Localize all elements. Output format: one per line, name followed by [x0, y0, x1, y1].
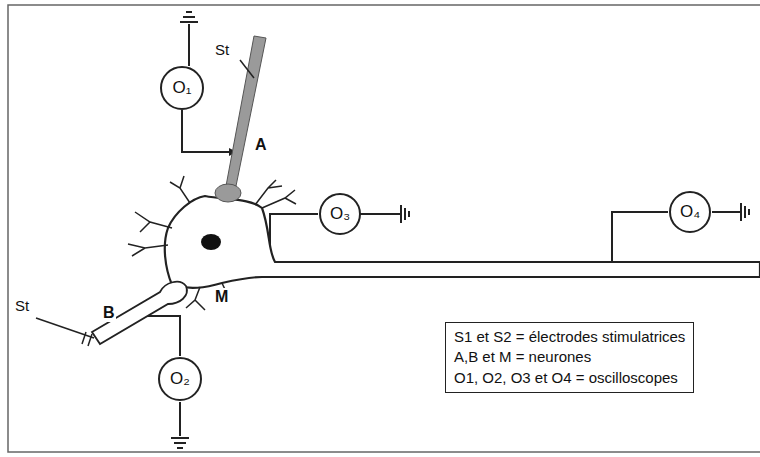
oscilloscope-circle: O₂ — [158, 357, 202, 401]
legend-line: S1 et S2 = électrodes stimulatrices — [454, 327, 685, 347]
oscilloscope-circle: O₁ — [160, 66, 204, 110]
oscilloscope-label: O₂ — [170, 369, 190, 389]
oscilloscope-label: O₃ — [330, 204, 350, 224]
neuron-label: B — [102, 304, 116, 322]
legend-box: S1 et S2 = électrodes stimulatricesA,B e… — [445, 322, 694, 393]
neuron-label: A — [254, 136, 268, 154]
legend-line: A,B et M = neurones — [454, 347, 685, 367]
oscilloscope-label: O₁ — [173, 78, 192, 98]
oscilloscope-circle: O₄ — [669, 191, 711, 233]
frame — [8, 5, 760, 452]
electrode-label: St — [14, 298, 30, 315]
legend-line: O1, O2, O3 et O4 = oscilloscopes — [454, 368, 685, 388]
neuron-label: M — [214, 288, 229, 306]
electrode-label: St — [214, 42, 230, 59]
oscilloscope-circle: O₃ — [319, 193, 361, 235]
oscilloscope-label: O₄ — [680, 202, 700, 222]
